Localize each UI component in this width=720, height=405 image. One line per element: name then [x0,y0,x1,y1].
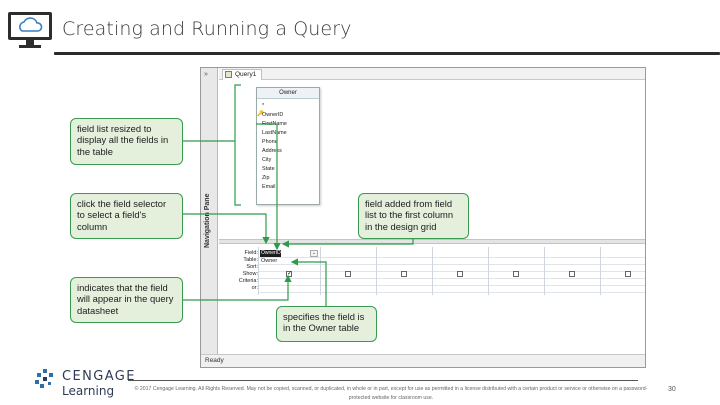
nav-pane-toggle-icon[interactable]: » [204,71,208,78]
grid-column-divider [320,247,321,295]
field-list-item-zip[interactable]: Zip [262,175,270,181]
field-list-item-address[interactable]: Address [262,148,282,154]
logo-wordmark-bottom: Learning [62,384,115,398]
footer-divider [128,380,638,381]
field-list-item-state[interactable]: State [262,166,275,172]
status-bar [201,354,645,367]
status-text: Ready [205,357,224,364]
query-icon [225,71,232,78]
grid-row-line [258,257,645,258]
show-checkbox[interactable] [457,271,463,277]
field-cell-ownerid[interactable]: OwnerID [260,250,281,257]
tab-query1[interactable]: Query1 [222,69,262,80]
show-checkbox[interactable] [569,271,575,277]
show-checkbox[interactable] [345,271,351,277]
field-dropdown-icon[interactable]: ⌄ [310,250,318,257]
show-checkbox[interactable] [513,271,519,277]
navigation-pane-label: Navigation Pane [204,193,211,248]
show-checkbox[interactable] [625,271,631,277]
grid-row-label-field: Field: [244,250,258,256]
copyright-notice: © 2017 Cengage Learning. All Rights Rese… [134,386,648,401]
field-list-title: Owner [257,88,319,99]
field-list-item-firstname[interactable]: FirstName [262,121,287,127]
page-number: 30 [668,386,676,393]
field-list-item-phone[interactable]: Phone [262,139,278,145]
grid-row-label-criteria: Criteria: [238,278,258,284]
field-list-item-city[interactable]: City [262,157,272,163]
slide-title: Creating and Running a Query [62,18,352,40]
field-list-item-lastname[interactable]: LastName [262,130,287,136]
grid-column-divider [258,247,259,295]
callout-field-list-resized: field list resized to display all the fi… [70,118,183,165]
grid-row-label-or: or: [251,285,258,291]
show-checkbox[interactable] [401,271,407,277]
grid-row-label-sort: Sort: [246,264,258,270]
callout-field-selector: click the field selector to select a fie… [70,193,183,239]
title-divider [54,52,720,55]
grid-column-divider [376,247,377,295]
grid-row-line [258,271,645,272]
field-list-item-all[interactable]: * [262,103,265,109]
grid-row-label-show: Show: [242,271,258,277]
field-list-item-ownerid[interactable]: OwnerID [262,112,284,118]
grid-row-line [258,285,645,286]
document-tab-bar [219,68,645,80]
grid-row-label-table: Table: [243,257,258,263]
show-checkbox-col1[interactable]: ✓ [286,271,293,277]
grid-row-line [258,264,645,265]
logo-wordmark-top: CENGAGE [62,369,136,384]
callout-show-indicator: indicates that the field will appear in … [70,277,183,323]
monitor-cloud-icon [8,12,52,48]
grid-row-line [258,292,645,293]
callout-field-added: field added from field list to the first… [358,193,469,239]
grid-column-divider [488,247,489,295]
grid-column-divider [432,247,433,295]
grid-column-divider [544,247,545,295]
field-list-item-email[interactable]: Email [262,184,276,190]
table-cell-owner[interactable]: Owner [261,258,278,264]
primary-key-icon: 🔑 [257,111,264,117]
pane-splitter[interactable] [219,239,645,244]
grid-column-divider [600,247,601,295]
grid-row-line [258,278,645,279]
callout-table-specifies: specifies the field is in the Owner tabl… [276,306,377,342]
cengage-logo-icon [35,369,53,388]
